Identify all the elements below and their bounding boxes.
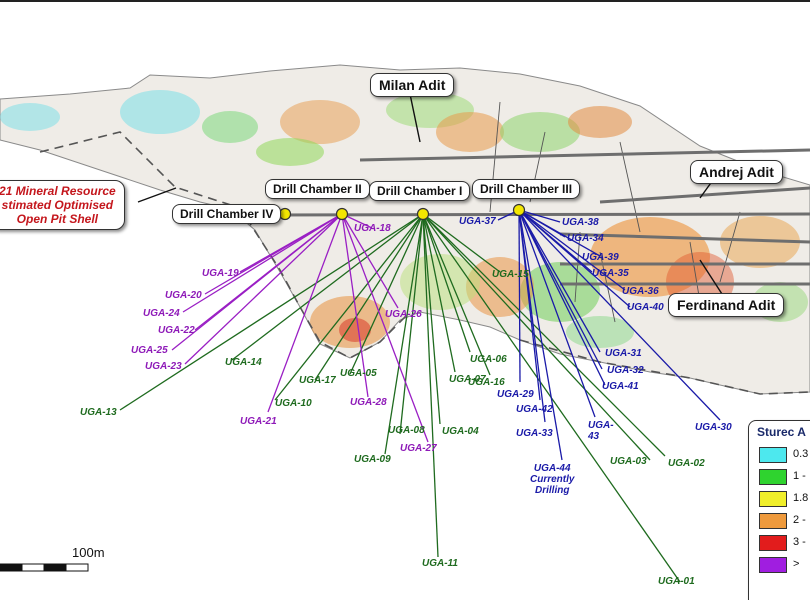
legend-label: 1.8 bbox=[793, 492, 809, 504]
hole-label: UGA-28 bbox=[350, 397, 387, 408]
hole-label: UGA-13 bbox=[80, 407, 117, 418]
drill-chamber-iv-dot bbox=[278, 207, 292, 221]
hole-label: UGA-06 bbox=[470, 354, 507, 365]
hole-label: UGA-42 bbox=[516, 404, 553, 415]
mineral-resource-callout: 21 Mineral Resource stimated Optimised O… bbox=[0, 180, 125, 230]
legend-label: 2 - bbox=[793, 514, 806, 526]
hole-label: UGA-02 bbox=[668, 458, 705, 469]
hole-label: UGA-38 bbox=[562, 217, 599, 228]
grade-legend: Sturec A 0.3 1 - 1.8 2 - 3 - > bbox=[748, 420, 810, 600]
legend-swatch bbox=[759, 535, 787, 551]
hole-label: UGA-20 bbox=[165, 290, 202, 301]
scale-label: 100m bbox=[72, 545, 105, 560]
hole-label: UGA-17 bbox=[299, 375, 336, 386]
hole-label: UGA-03 bbox=[610, 456, 647, 467]
adits bbox=[269, 148, 810, 286]
resource-line-3: Open Pit Shell bbox=[16, 212, 99, 226]
purple-drill-traces bbox=[171, 213, 429, 443]
hole-label: UGA-33 bbox=[516, 428, 553, 439]
hole-label: UGA-25 bbox=[131, 345, 168, 356]
hole-label: UGA-41 bbox=[602, 381, 639, 392]
hole-label: UGA-36 bbox=[622, 286, 659, 297]
pit-shell-outline bbox=[39, 131, 810, 395]
legend-swatch bbox=[759, 447, 787, 463]
drill-chamber-ii-callout: Drill Chamber II bbox=[265, 179, 370, 199]
hole-label: UGA-23 bbox=[145, 361, 182, 372]
status-drilling: Drilling bbox=[535, 485, 570, 496]
milan-adit-callout: Milan Adit bbox=[370, 73, 455, 97]
hole-label: UGA-04 bbox=[442, 426, 479, 437]
legend-swatch bbox=[759, 491, 787, 507]
resource-line-2: stimated Optimised bbox=[1, 198, 114, 212]
drill-chamber-iv-callout: Drill Chamber IV bbox=[172, 204, 282, 224]
status-currently: Currently bbox=[530, 474, 575, 485]
hole-label: UGA-39 bbox=[582, 252, 619, 263]
legend-label: > bbox=[793, 558, 800, 570]
hole-label: UGA-27 bbox=[400, 443, 437, 454]
legend-title: Sturec A bbox=[757, 425, 806, 439]
legend-label: 1 - bbox=[793, 470, 806, 482]
green-drill-traces bbox=[119, 213, 681, 583]
hole-label: UGA-24 bbox=[143, 308, 180, 319]
hole-label: UGA-16 bbox=[468, 377, 505, 388]
hole-label: UGA-10 bbox=[275, 398, 312, 409]
scale-bar bbox=[0, 563, 89, 572]
hole-label: UGA-31 bbox=[605, 348, 642, 359]
blue-drill-traces bbox=[497, 209, 721, 461]
legend-swatch bbox=[759, 557, 787, 573]
legend-swatch bbox=[759, 469, 787, 485]
hole-label: UGA-08 bbox=[388, 425, 425, 436]
hole-label: UGA-26 bbox=[385, 309, 422, 320]
drilling-hole-label: UGA-44 Currently Drilling bbox=[530, 463, 574, 496]
hole-label: UGA-19 bbox=[202, 268, 239, 279]
drill-chamber-i-callout: Drill Chamber I bbox=[369, 181, 471, 201]
hole-label: UGA-30 bbox=[695, 422, 732, 433]
drill-chamber-iii-dot bbox=[512, 203, 526, 217]
hole-label: UGA-40 bbox=[627, 302, 664, 313]
hole-label: UGA-07 bbox=[449, 374, 486, 385]
hole-label: UGA-34 bbox=[567, 233, 604, 244]
hole-label: UGA-32 bbox=[607, 365, 644, 376]
hole-label: UGA-43 bbox=[588, 420, 614, 442]
andrej-adit-callout: Andrej Adit bbox=[690, 160, 783, 184]
hole-label: UGA-29 bbox=[497, 389, 534, 400]
hole-label: UGA-14 bbox=[225, 357, 262, 368]
legend-label: 3 - bbox=[793, 536, 806, 548]
hole-label: UGA-11 bbox=[422, 558, 458, 569]
hole-label: UGA-09 bbox=[354, 454, 391, 465]
drill-chambers bbox=[278, 203, 526, 221]
hole-label: UGA-18 bbox=[354, 223, 391, 234]
hole-label: UGA-15 bbox=[492, 269, 529, 280]
drill-chamber-ii-dot bbox=[335, 207, 349, 221]
hole-label: UGA-05 bbox=[340, 368, 377, 379]
hole-label: UGA-21 bbox=[240, 416, 277, 427]
resource-line-1: 21 Mineral Resource bbox=[0, 184, 116, 198]
drill-chamber-i-dot bbox=[416, 207, 430, 221]
drill-chamber-iii-callout: Drill Chamber III bbox=[472, 179, 581, 199]
hole-label: UGA-35 bbox=[592, 268, 629, 279]
legend-label: 0.3 bbox=[793, 448, 809, 460]
ferdinand-adit-callout: Ferdinand Adit bbox=[668, 293, 785, 317]
hole-label: UGA-37 bbox=[459, 216, 496, 227]
hole-label: UGA-22 bbox=[158, 325, 195, 336]
legend-swatch bbox=[759, 513, 787, 529]
mineralisation-zones bbox=[0, 90, 808, 348]
hole-label: UGA-44 bbox=[533, 463, 571, 474]
hole-label: UGA-01 bbox=[658, 576, 695, 587]
